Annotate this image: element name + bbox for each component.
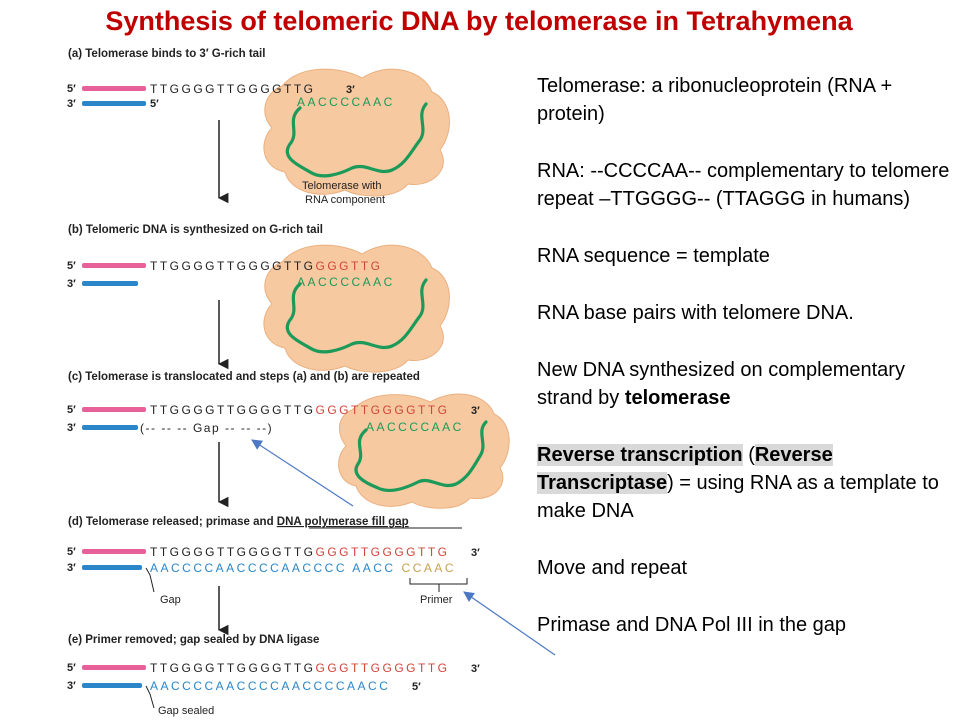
step-b-bottom-3prime: 3′: [67, 278, 76, 290]
note-rt-open: (: [742, 444, 755, 466]
step-c-rna: AACCCCAAC: [366, 420, 464, 434]
explanation-notes: Telomerase: a ribonucleoprotein (RNA + p…: [537, 72, 952, 668]
step-a-top-seq: TTGGGGTTGGGGTTG: [150, 82, 316, 96]
step-b-top-5prime: 5′: [67, 260, 76, 272]
step-d-gap-pointer: [145, 567, 155, 593]
slide-title: Synthesis of telomeric DNA by telomerase…: [105, 6, 853, 36]
step-a-bottom-strand: [82, 101, 146, 106]
step-e-top-5prime: 5′: [67, 662, 76, 674]
step-a-top-5prime: 5′: [67, 83, 76, 95]
step-b-label: (b) Telomeric DNA is synthesized on G-ri…: [68, 224, 323, 236]
step-b-protein-chain: [285, 278, 428, 354]
note-rt-definition: ) = using RNA as a template to make DNA: [537, 472, 939, 522]
step-d-top-strand: [82, 549, 146, 554]
step-e-bottom-seq: AACCCCAACCCCAACCCCAACC: [150, 679, 390, 693]
step-d-gap-note: Gap: [160, 594, 181, 606]
step-a-top-strand: [82, 86, 146, 91]
step-e-label: (e) Primer removed; gap sealed by DNA li…: [68, 634, 319, 646]
step-c-bottom-3prime: 3′: [67, 422, 76, 434]
step-c-label: (c) Telomerase is translocated and steps…: [68, 371, 420, 383]
note-rna-template: RNA sequence = template: [537, 245, 770, 267]
step-c-gap-text: (-- -- -- Gap -- -- --): [140, 421, 273, 435]
step-e-bottom-5prime: 5′: [412, 681, 421, 693]
note-new-dna: New DNA synthesized on complementary str…: [537, 356, 952, 412]
step-a-rna: AACCCCAAC: [297, 95, 395, 109]
gap-callout-arrow: [251, 439, 354, 507]
step-d-bottom-strand: [82, 565, 142, 570]
step-d-top-3prime: 3′: [471, 547, 480, 559]
step-c-top-5prime: 5′: [67, 404, 76, 416]
step-b-top-seq: TTGGGGTTGGGGTTGGGGTTG: [150, 259, 383, 273]
step-d-label: (d) Telomerase released; primase and DNA…: [68, 516, 409, 528]
step-b-rna: AACCCCAAC: [297, 275, 395, 289]
step-a-bottom-5prime: 5′: [150, 98, 159, 110]
step-e-top-3prime: 3′: [471, 663, 480, 675]
note-primase: Primase and DNA Pol III in the gap: [537, 614, 847, 636]
step-d-bottom-3prime: 3′: [67, 562, 76, 574]
step-d-primer-note: Primer: [420, 594, 453, 606]
note-rna-complement: RNA: --CCCCAA-- complementary to telomer…: [537, 160, 950, 210]
step-a-top-3prime: 3′: [346, 84, 355, 96]
step-e-bottom-strand: [82, 683, 142, 688]
step-a-protein-chain: [285, 102, 428, 178]
note-base-pairs: RNA base pairs with telomere DNA.: [537, 302, 854, 324]
step-d-top-5prime: 5′: [67, 546, 76, 558]
note-new-dna-bold: telomerase: [624, 387, 731, 409]
step-e-top-seq: TTGGGGTTGGGGTTGGGGTTGGGGTTG: [150, 661, 450, 675]
step-c-top-strand: [82, 407, 146, 412]
step-a-label: (a) Telomerase binds to 3′ G-rich tail: [68, 48, 265, 60]
step-a-caption-1: Telomerase with: [302, 180, 381, 192]
step-a-caption-2: RNA component: [305, 194, 385, 206]
primer-callout-arrow: [463, 591, 556, 656]
step-c-bottom-strand: [82, 425, 138, 430]
note-telomerase-definition: Telomerase: a ribonucleoprotein (RNA + p…: [537, 75, 893, 125]
step-e-gap-pointer: [145, 685, 155, 709]
note-reverse-transcription: Reverse transcription (Reverse Transcrip…: [537, 441, 952, 525]
step-d-top-seq: TTGGGGTTGGGGTTGGGGTTGGGGTTG: [150, 545, 450, 559]
step-e-top-strand: [82, 665, 146, 670]
note-rt-term: Reverse transcription: [537, 444, 743, 466]
step-c-top-seq: TTGGGGTTGGGGTTGGGGTTGGGGTTG: [150, 403, 450, 417]
step-b-top-strand: [82, 263, 146, 268]
step-d-primer-bracket: [409, 578, 468, 592]
step-c-blob: [338, 393, 510, 509]
note-move-repeat: Move and repeat: [537, 557, 688, 579]
step-c-protein-chain: [354, 420, 488, 493]
step-a-bottom-3prime: 3′: [67, 98, 76, 110]
step-e-gap-note: Gap sealed: [158, 705, 214, 717]
step-c-top-3prime: 3′: [471, 405, 480, 417]
note-new-dna-text: New DNA synthesized on complementary str…: [537, 359, 905, 409]
step-e-bottom-3prime: 3′: [67, 680, 76, 692]
step-b-bottom-strand: [82, 281, 138, 286]
